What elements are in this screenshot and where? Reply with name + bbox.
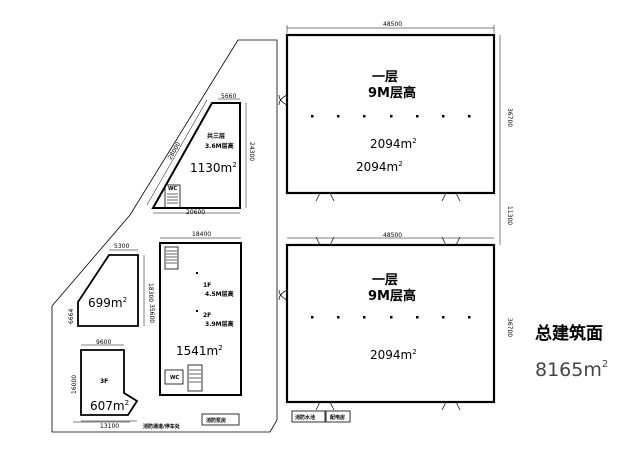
- south-title-line2: 9M层高: [368, 288, 416, 304]
- middle-floor1: 1F: [203, 282, 211, 289]
- triangle-area: 1130m2: [190, 161, 237, 175]
- middle-area: 1541m2: [176, 344, 223, 358]
- triangle-label-1: 共三层: [207, 132, 225, 140]
- south-small-building: 9600 16000 13100 3F 607m2 消防通道/停车处: [71, 339, 181, 430]
- site-boundary: [51, 39, 278, 433]
- door-icon: [278, 94, 288, 106]
- north-depth-dim: 36700: [506, 108, 513, 127]
- north-title-line1: 一层: [372, 70, 398, 85]
- triangle-building: 5660 24300 28000 20600 WC 共三层 3.6M层高 113…: [146, 93, 255, 216]
- south-small-side-dim: 16000: [71, 375, 78, 394]
- door-icon: [441, 236, 461, 246]
- trapezoid-top-dim: 5300: [114, 243, 129, 250]
- legend-box3: 消防泵房: [206, 417, 226, 424]
- triangle-side-dim: 24300: [248, 142, 255, 161]
- south-large-building: 48500 36700 一层 9M层高 2094m2: [278, 232, 513, 411]
- middle-floor2-height: 3.9M层高: [205, 320, 234, 328]
- legend-box1: 消防水池: [295, 414, 315, 421]
- south-width-dim: 48500: [383, 232, 402, 239]
- triangle-stair-tag: WC: [168, 186, 178, 192]
- stair-icon: [167, 193, 178, 204]
- door-icon: [315, 401, 335, 411]
- south-depth-dim: 36700: [506, 318, 513, 337]
- south-small-area: 607m2: [90, 399, 129, 413]
- south-small-top-dim: 9600: [96, 339, 111, 346]
- trapezoid-left-dim: 6664: [68, 309, 75, 324]
- north-area-second: 2094m2: [356, 160, 403, 174]
- door-icon: [315, 236, 335, 246]
- trapezoid-side-dim: 18300: [147, 283, 154, 302]
- total-value: 8165m2: [535, 359, 608, 381]
- triangle-bottom-dim: 20600: [186, 209, 205, 216]
- south-small-bottom-dim: 13100: [100, 423, 119, 430]
- middle-side-dim: 35600: [148, 304, 155, 323]
- north-area-main: 2094m2: [370, 137, 417, 151]
- south-small-note: 消防通道/停车处: [143, 423, 181, 430]
- north-width-dim: 48500: [383, 21, 402, 28]
- stair-icon: [189, 369, 201, 383]
- north-column-grid: [311, 115, 471, 118]
- door-icon: [278, 289, 288, 301]
- trapezoid-area: 699m2: [88, 296, 127, 310]
- middle-top-dim: 18400: [192, 231, 211, 238]
- legend-box2: 配电房: [330, 414, 345, 421]
- gap-dim: 11300: [506, 206, 513, 225]
- stair-icon: [166, 250, 177, 264]
- middle-floor2: 2F: [203, 312, 211, 319]
- door-icon: [441, 192, 461, 202]
- middle-wc-tag: WC: [170, 375, 180, 381]
- trapezoid-building: 5300 18300 6664 699m2: [68, 243, 154, 327]
- door-icon: [315, 192, 335, 202]
- south-area-main: 2094m2: [370, 348, 417, 362]
- south-small-floor-tag: 3F: [100, 378, 108, 385]
- triangle-label-2: 3.6M层高: [205, 142, 234, 150]
- door-icon: [441, 401, 461, 411]
- middle-building: 18400 35600 WC 1F 4.5M层高 2F 3.9M层高 1541m…: [148, 231, 242, 396]
- total-label: 总建筑面: [535, 323, 603, 344]
- north-large-building: 48500 36700 一层 9M层高 2094m2 2094m2: [278, 21, 513, 202]
- south-column-grid: [311, 316, 471, 319]
- middle-floor1-height: 4.5M层高: [205, 290, 234, 298]
- north-title-line2: 9M层高: [368, 85, 416, 101]
- south-title-line1: 一层: [372, 273, 398, 288]
- triangle-top-dim: 5660: [221, 93, 236, 100]
